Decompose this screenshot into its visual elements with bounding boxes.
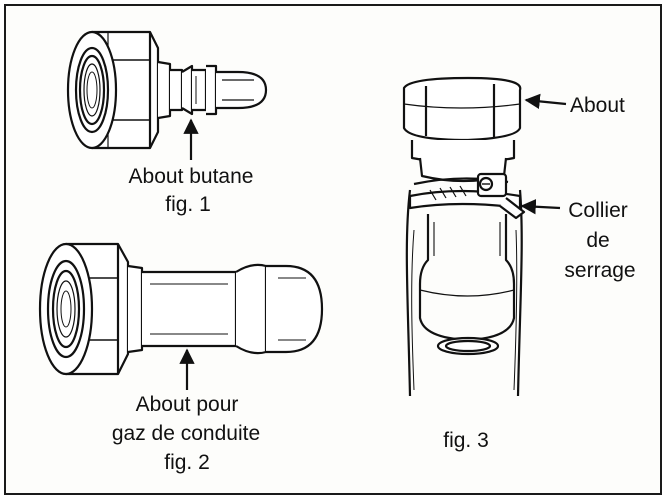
fig1-caption: fig. 1 — [165, 193, 211, 216]
fig3-nut-callout: About — [570, 94, 625, 117]
fig2-fitting — [38, 242, 324, 376]
fig3-clamp-arrow — [520, 199, 561, 215]
fig3-caption: fig. 3 — [443, 429, 489, 452]
fig2-callout-line1: About pour — [135, 393, 239, 416]
fig2-caption: fig. 2 — [164, 451, 210, 474]
fig3-nut-arrow — [524, 93, 567, 110]
fig3-clamp-callout-line1: Collier — [568, 199, 628, 222]
fig3-clamp-callout-line2: de — [586, 229, 610, 252]
fig1-fitting — [66, 30, 268, 150]
fig2-callout-line2: gaz de conduite — [111, 422, 261, 445]
fig1-callout: About butane — [128, 165, 254, 188]
fig3-clamp-callout-line3: serrage — [564, 259, 636, 282]
fig3-assembly — [402, 76, 526, 397]
